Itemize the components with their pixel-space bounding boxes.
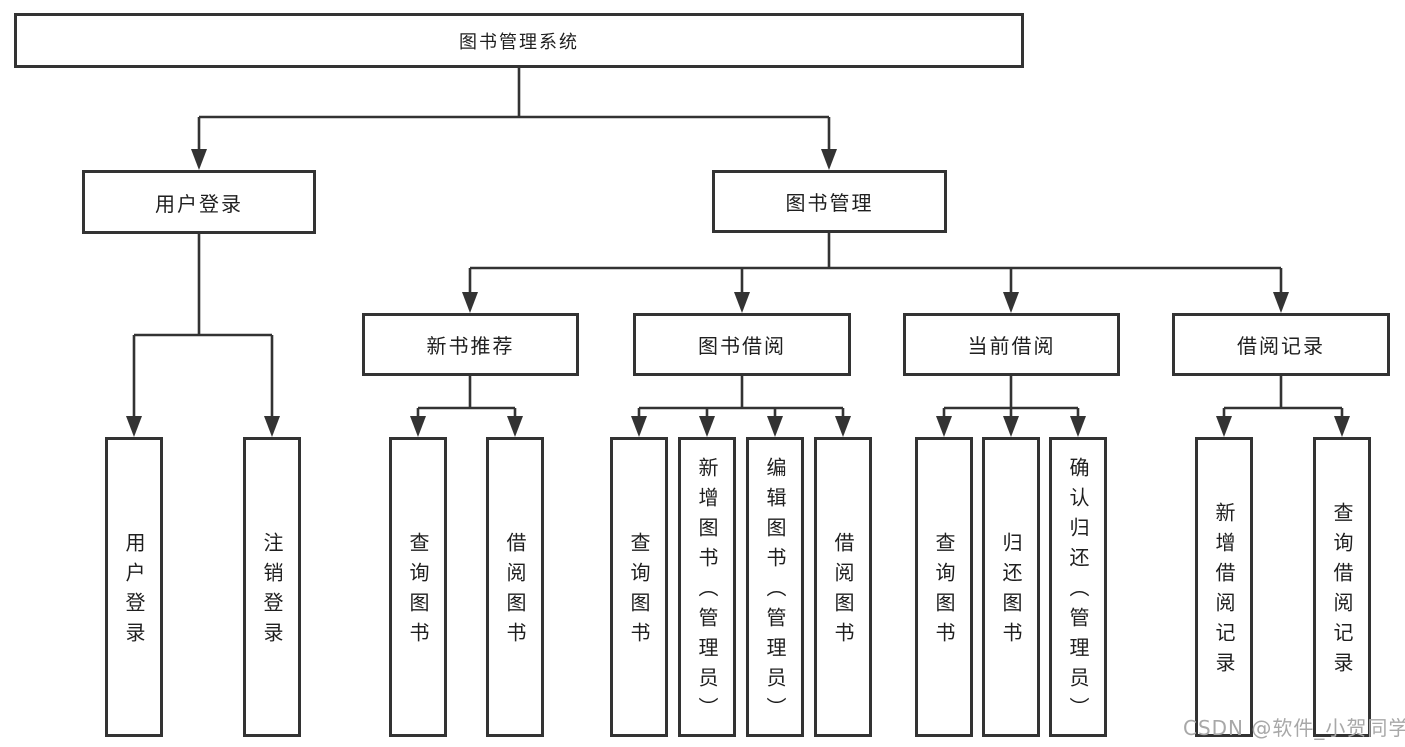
leaf-borrow-books-recommend-label: 借阅图书 [503, 532, 527, 652]
leaf-edit-books-admin-label: 编辑图书（管理员） [763, 457, 787, 727]
leaf-borrow-books-borrowing: 借阅图书 [814, 437, 872, 737]
leaf-add-borrow-record-label: 新增借阅记录 [1212, 502, 1236, 682]
node-current-borrowing-label: 当前借阅 [967, 334, 1056, 358]
leaf-user-login: 用户登录 [105, 437, 163, 737]
node-borrowing-records: 借阅记录 [1172, 313, 1390, 376]
leaf-add-books-admin: 新增图书（管理员） [678, 437, 736, 737]
leaf-query-books-recommend: 查询图书 [389, 437, 447, 737]
leaf-logout: 注销登录 [243, 437, 301, 737]
leaf-add-books-admin-label: 新增图书（管理员） [695, 457, 719, 727]
leaf-confirm-return-admin: 确认归还（管理员） [1049, 437, 1107, 737]
node-root: 图书管理系统 [14, 13, 1024, 68]
leaf-borrow-books-recommend: 借阅图书 [486, 437, 544, 737]
node-book-management: 图书管理 [712, 170, 947, 233]
node-borrowing-records-label: 借阅记录 [1237, 334, 1325, 358]
arrowheads [126, 149, 1350, 437]
leaf-query-borrow-record-label: 查询借阅记录 [1330, 502, 1354, 682]
node-current-borrowing: 当前借阅 [903, 313, 1120, 376]
leaf-query-books-current-label: 查询图书 [932, 532, 956, 652]
leaf-query-books-borrowing-label: 查询图书 [627, 532, 651, 652]
leaf-edit-books-admin: 编辑图书（管理员） [746, 437, 804, 737]
node-user-login-label: 用户登录 [155, 191, 243, 216]
node-user-login: 用户登录 [82, 170, 316, 234]
leaf-return-books: 归还图书 [982, 437, 1040, 737]
node-book-borrowing: 图书借阅 [633, 313, 851, 376]
node-book-management-label: 图书管理 [785, 191, 874, 215]
leaf-borrow-books-borrowing-label: 借阅图书 [831, 532, 855, 652]
leaf-confirm-return-admin-label: 确认归还（管理员） [1066, 457, 1090, 727]
leaf-query-books-borrowing: 查询图书 [610, 437, 668, 737]
leaf-query-books-current: 查询图书 [915, 437, 973, 737]
leaf-query-books-recommend-label: 查询图书 [406, 532, 430, 652]
leaf-add-borrow-record: 新增借阅记录 [1195, 437, 1253, 737]
node-root-label: 图书管理系统 [459, 31, 579, 53]
node-new-book-recommend: 新书推荐 [362, 313, 579, 376]
leaf-user-login-label: 用户登录 [122, 532, 146, 652]
leaf-logout-label: 注销登录 [260, 532, 284, 652]
leaf-return-books-label: 归还图书 [999, 532, 1023, 652]
node-book-borrowing-label: 图书借阅 [698, 334, 786, 358]
csdn-watermark: CSDN @软件_小贺同学 [1183, 716, 1405, 740]
node-new-book-recommend-label: 新书推荐 [426, 334, 515, 358]
leaf-query-borrow-record: 查询借阅记录 [1313, 437, 1371, 737]
